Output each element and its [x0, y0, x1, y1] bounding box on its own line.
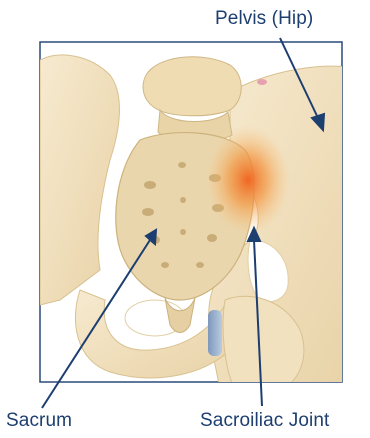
sacroiliac-joint-label: Sacroiliac Joint [200, 410, 329, 432]
inflammation-glow [206, 125, 290, 235]
pubic-symphysis-cartilage [208, 310, 222, 356]
sacrum-label: Sacrum [6, 410, 72, 432]
pelvis-label: Pelvis (Hip) [215, 8, 313, 30]
lumbar-vertebra [143, 57, 241, 116]
